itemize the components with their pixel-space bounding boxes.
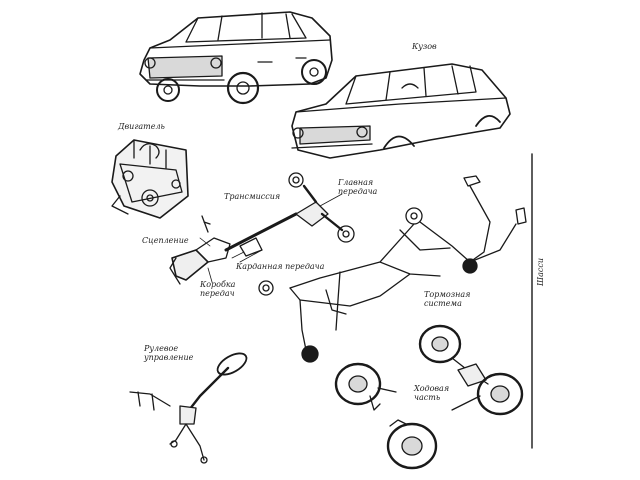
chassis-label-line2: часть (414, 393, 441, 402)
transmission-drawing (169, 172, 355, 285)
car-body-shell-drawing (291, 63, 511, 159)
main-gear-label-line1: Главная (338, 178, 374, 187)
main-gear-label-line2: передача (338, 187, 378, 196)
gearbox-label-line1: Коробка (200, 280, 236, 289)
side-caption: Шасси (536, 257, 545, 286)
clutch-label: Сцепление (142, 236, 189, 245)
leader-lines (199, 193, 343, 283)
steering-label-line1: Рулевое (144, 344, 179, 353)
steering-drawing (129, 352, 248, 464)
chassis-drawing (334, 324, 524, 470)
brake-system-label: Тормозная система (424, 290, 470, 308)
gearbox-label: Коробка передач (200, 280, 235, 298)
brake-system-label-line2: система (424, 299, 462, 308)
steering-label: Рулевое управление (144, 344, 193, 362)
brake-system-drawing (258, 175, 527, 363)
main-gear-label: Главная передача (338, 178, 377, 196)
brake-system-label-line1: Тормозная (424, 290, 471, 299)
gearbox-label-line2: передач (200, 289, 235, 298)
driveshaft-label: Карданная передача (236, 262, 325, 271)
engine-label: Двигатель (118, 122, 165, 131)
complete-car-drawing (139, 11, 333, 105)
chassis-label-line1: Ходовая (414, 384, 450, 393)
steering-label-line2: управление (144, 353, 194, 362)
transmission-label: Трансмиссия (224, 192, 281, 201)
body-label: Кузов (412, 42, 437, 51)
engine-drawing (111, 139, 189, 219)
chassis-label: Ходовая часть (414, 384, 449, 402)
